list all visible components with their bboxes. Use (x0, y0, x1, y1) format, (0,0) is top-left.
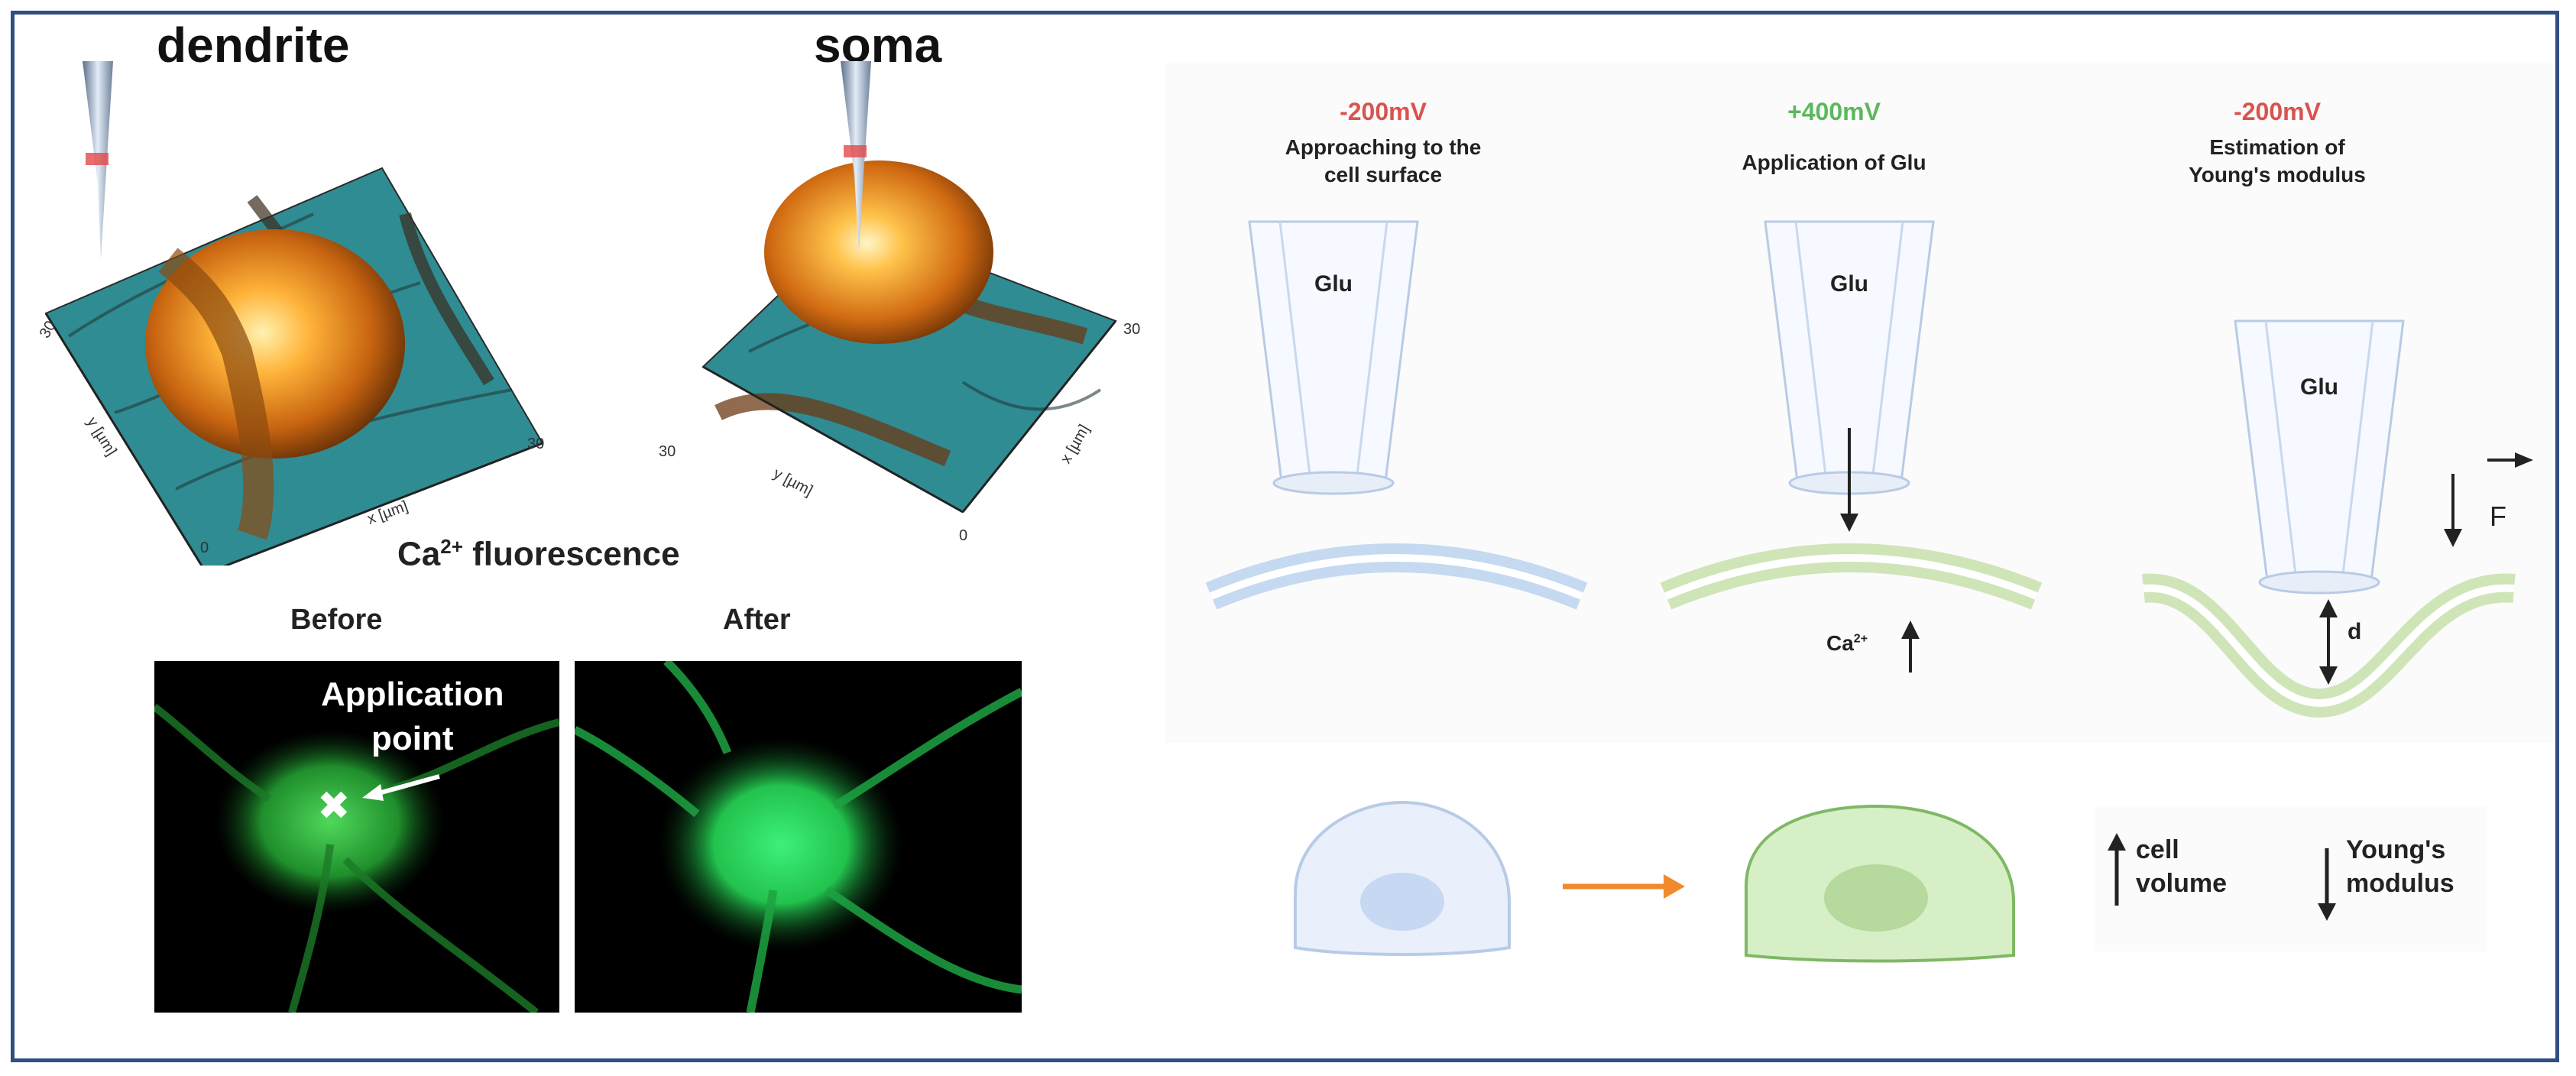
after-micrograph (575, 661, 1022, 1013)
step-1-voltage: -200mV (1340, 98, 1427, 125)
before-micrograph (154, 661, 559, 1013)
glu-label-step-3: Glu (2300, 374, 2338, 400)
cell-mound (764, 160, 993, 344)
soma-title: soma (814, 18, 942, 73)
soma-y-tick-30: 30 (659, 443, 676, 460)
step-2-voltage: +400mV (1787, 98, 1881, 125)
step-2-label: Application of Glu (1742, 151, 1926, 174)
soma-y-tick-0: 0 (959, 527, 968, 544)
soma-surface-plot (702, 61, 1117, 514)
dendrite-surface-plot (44, 61, 544, 566)
dendrite-y-tick-0: 0 (200, 540, 209, 556)
step-3-voltage: -200mV (2234, 98, 2321, 125)
dendrite-x-tick-30: 30 (527, 436, 545, 452)
dendrite-title: dendrite (157, 18, 350, 73)
glu-label-step-2: Glu (1830, 271, 1868, 297)
cell-comparison-diagram (1294, 800, 2487, 963)
application-point-label: Application point (321, 676, 504, 757)
pipette-step-3 (2234, 319, 2405, 595)
nucleus-before (1360, 873, 1444, 931)
step-3-label: Estimation of Young's modulus (2189, 135, 2366, 186)
depth-label: d (2348, 619, 2362, 644)
step-1-label: Approaching to the cell surface (1285, 135, 1482, 186)
fluorescence-heading: Ca2+ fluorescence (397, 535, 680, 573)
nucleus-after (1824, 864, 1928, 932)
before-label: Before (290, 604, 383, 636)
soma-x-tick-30: 30 (1123, 321, 1141, 338)
youngs-modulus-label: Young's modulus (2346, 835, 2454, 898)
force-label: F (2490, 501, 2506, 532)
glu-application-schematic (1205, 220, 2533, 718)
calcium-label: Ca2+ (1826, 631, 1868, 655)
after-label: After (723, 604, 791, 636)
cell-volume-label: cell volume (2136, 835, 2228, 898)
application-point-arrow (359, 772, 443, 802)
pipette-step-1 (1248, 220, 1419, 495)
glu-label-step-1: Glu (1314, 271, 1353, 297)
application-point-marker: ✖ (317, 784, 351, 828)
